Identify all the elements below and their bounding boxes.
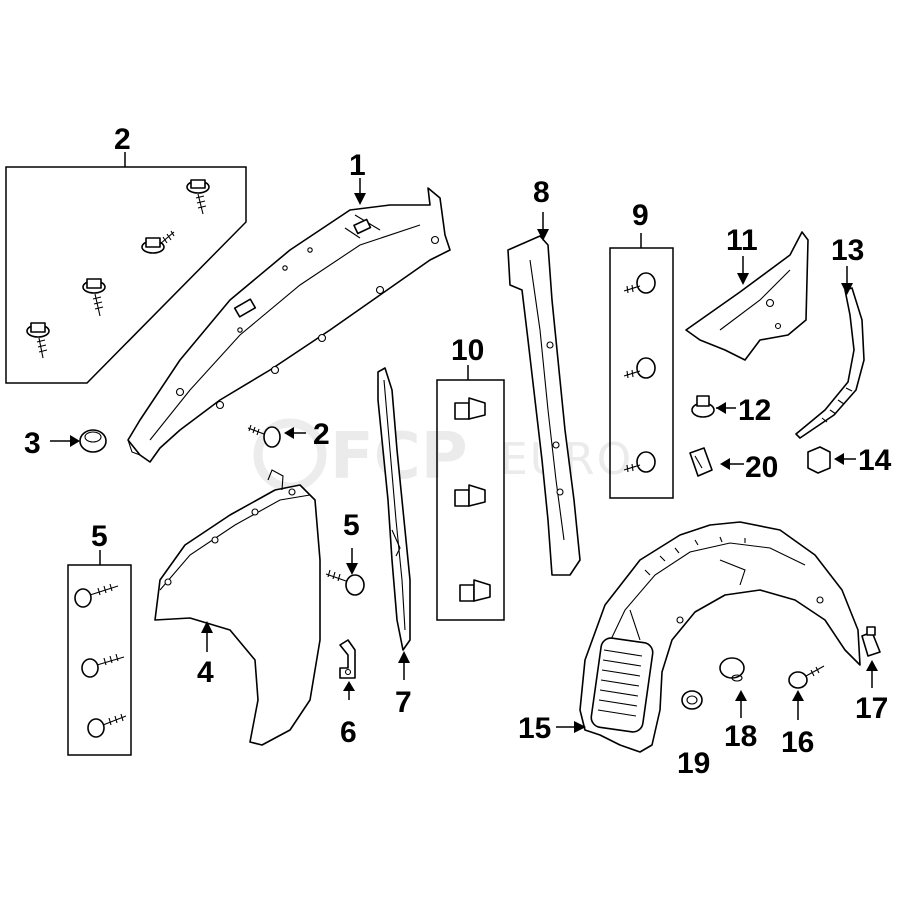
part-5-bolt — [325, 548, 365, 596]
callout-16: 16 — [781, 726, 814, 759]
callout-14: 14 — [858, 444, 892, 477]
screw-icon — [82, 278, 106, 317]
clip-icon — [454, 484, 486, 507]
callout-11: 11 — [726, 224, 758, 257]
part-11-panel — [685, 231, 809, 361]
callout-10: 10 — [451, 334, 484, 367]
callout-18: 18 — [724, 720, 757, 753]
callout-9: 9 — [632, 199, 649, 232]
part-14-bolt — [807, 446, 856, 474]
part-2-screw-kit — [5, 152, 247, 384]
bolt-icon — [74, 583, 119, 608]
part-3-grommet — [50, 429, 107, 453]
part-12-clip — [691, 395, 736, 418]
callout-4: 4 — [197, 656, 214, 689]
screw-icon — [186, 179, 210, 215]
callout-12: 12 — [738, 394, 771, 427]
part-8-pillar-trim — [507, 212, 581, 576]
part-1-fender-apron — [127, 178, 451, 463]
callout-20: 20 — [745, 451, 778, 484]
screw-icon — [141, 230, 175, 254]
part-19-grommet — [681, 690, 703, 710]
part-13-strip — [795, 266, 865, 439]
callout-5: 5 — [91, 520, 108, 553]
part-20-nut — [689, 447, 744, 477]
bolt-icon — [81, 653, 125, 678]
callout-19: 19 — [677, 747, 710, 780]
callout-2: 2 — [114, 123, 131, 156]
part-7-seal — [377, 367, 411, 680]
part-6-bracket — [339, 639, 356, 700]
part-2-screw — [247, 424, 306, 448]
callout-labels: 2 1 3 2 4 5 5 6 7 8 9 10 11 12 13 14 15 … — [24, 123, 892, 780]
callout-13: 13 — [831, 234, 864, 267]
clip-icon — [454, 397, 486, 420]
clip-icon — [459, 579, 491, 602]
part-5-bolt-kit — [67, 550, 132, 756]
callout-1: 1 — [349, 149, 366, 182]
part-16-screw — [788, 665, 825, 720]
screw-icon — [26, 322, 50, 359]
part-17-clip-nut — [861, 626, 881, 688]
part-4-fender — [154, 469, 321, 746]
callout-15: 15 — [518, 712, 551, 745]
bolt-icon — [623, 451, 656, 473]
callout-17: 17 — [855, 692, 888, 725]
callout-8: 8 — [533, 176, 550, 209]
part-9-bolt-kit — [609, 233, 674, 499]
part-10-clip-kit — [436, 365, 505, 621]
bolt-icon — [87, 713, 127, 738]
callout-6: 6 — [340, 716, 357, 749]
callout-3: 3 — [24, 427, 41, 460]
bolt-icon — [623, 357, 656, 379]
part-18-push-clip — [719, 657, 747, 718]
callout-5: 5 — [343, 509, 360, 542]
callout-7: 7 — [395, 686, 412, 719]
bolt-icon — [623, 272, 656, 294]
callout-2: 2 — [313, 418, 330, 451]
part-15-wheel-liner — [556, 521, 861, 753]
